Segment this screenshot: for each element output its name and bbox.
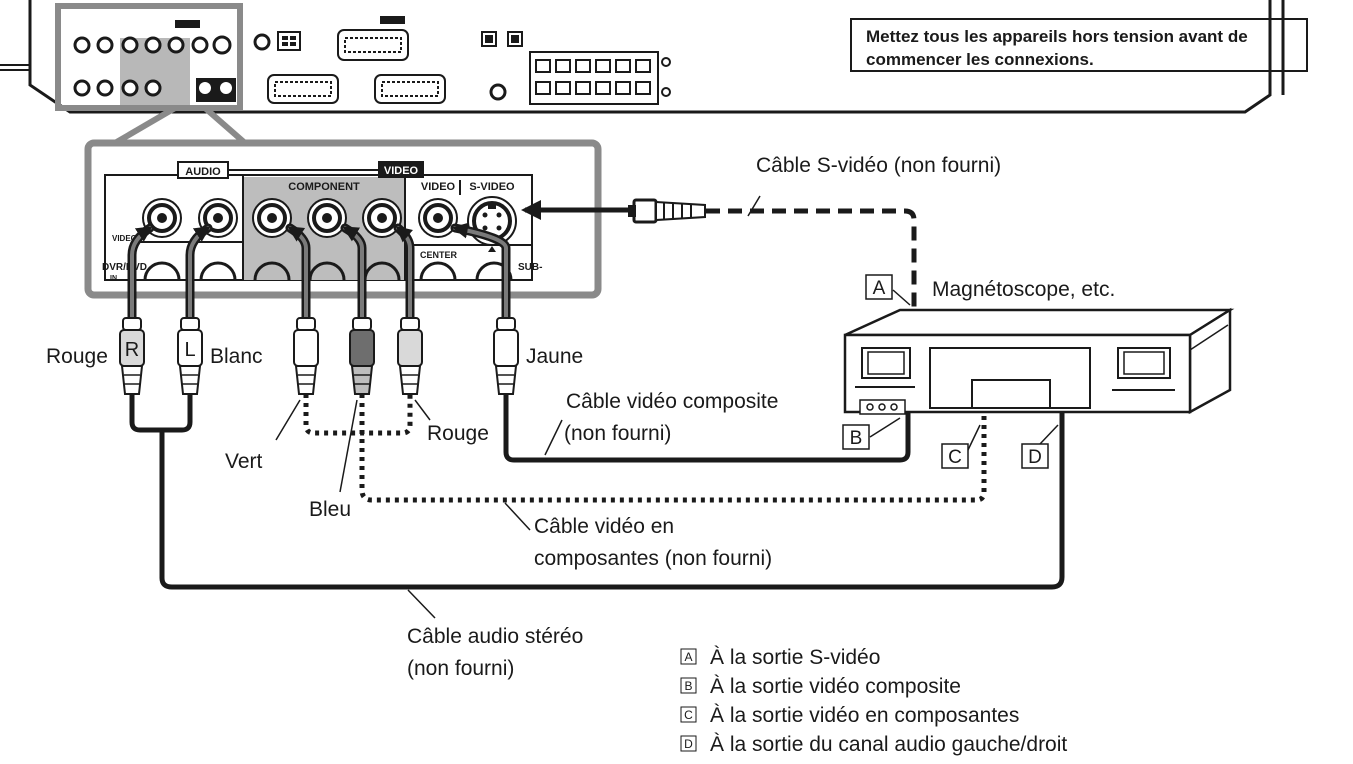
plug-yellow xyxy=(493,317,519,395)
jack-component-pb xyxy=(307,198,347,238)
legend-text-c: À la sortie vidéo en composantes xyxy=(710,704,1019,727)
zoom-source-frame xyxy=(55,3,243,111)
jack-component-y xyxy=(252,198,292,238)
rca-plugs: R L xyxy=(119,317,519,395)
plug-blue xyxy=(349,317,375,395)
marker-a: A xyxy=(873,278,886,299)
legend-item-b: B À la sortie vidéo composite xyxy=(680,675,961,698)
label-blanc: Blanc xyxy=(210,345,263,368)
plug-letter-r: R xyxy=(125,339,139,361)
marker-a-box xyxy=(865,274,893,300)
label-composite-1: Câble vidéo composite xyxy=(566,390,778,413)
svideo-cable xyxy=(521,195,917,318)
panel-jack-row-top xyxy=(73,35,236,102)
panel-speaker-terminals xyxy=(529,51,671,105)
marker-d-box xyxy=(1021,443,1049,469)
label-rouge-component: Rouge xyxy=(427,422,489,445)
audio-stereo-cable xyxy=(159,390,1065,590)
label-composite-2: (non fourni) xyxy=(564,422,671,445)
marker-c: C xyxy=(948,447,962,468)
panel-label-component: COMPONENT xyxy=(288,181,360,193)
legend-key-c: C xyxy=(684,708,693,722)
panel-label-video-jack: VIDEO xyxy=(421,181,456,193)
plug-red-component xyxy=(397,317,423,395)
label-component-1: Câble vidéo en xyxy=(534,515,674,538)
label-svideo-cable: Câble S-vidéo (non fourni) xyxy=(756,154,1001,177)
panel-label-center: CENTER xyxy=(420,250,458,260)
panel-label-sub: SUB- xyxy=(518,262,542,273)
label-device: Magnétoscope, etc. xyxy=(932,278,1115,301)
label-component-2: composantes (non fourni) xyxy=(534,547,772,570)
zoomed-panel: AUDIO VIDEO COMPONENT VIDEO S-VIDEO VIDE… xyxy=(84,139,602,299)
label-audio-2: (non fourni) xyxy=(407,657,514,680)
marker-c-box xyxy=(941,443,969,469)
legend: A À la sortie S-vidéo B À la sortie vidé… xyxy=(680,646,1067,756)
labels: Câble S-vidéo (non fourni) Magnétoscope,… xyxy=(46,154,1115,680)
legend-item-d: D À la sortie du canal audio gauche/droi… xyxy=(680,733,1067,756)
label-rouge-audio: Rouge xyxy=(46,345,108,368)
legend-text-b: À la sortie vidéo composite xyxy=(710,675,961,698)
legend-text-d: À la sortie du canal audio gauche/droit xyxy=(710,733,1067,756)
jack-audio-l xyxy=(198,198,238,238)
panel-label-audio: AUDIO xyxy=(185,166,221,178)
warning-box: Mettez tous les appareils hors tension a… xyxy=(850,18,1308,72)
legend-item-a: A À la sortie S-vidéo xyxy=(680,646,880,669)
marker-b: B xyxy=(850,428,863,449)
label-audio-1: Câble audio stéréo xyxy=(407,625,583,648)
component-video-cable xyxy=(359,394,987,503)
jack-component-pr xyxy=(362,198,402,238)
plug-green xyxy=(293,317,319,395)
marker-d: D xyxy=(1028,447,1042,468)
panel-label-svideo: S-VIDEO xyxy=(469,181,515,193)
panel-misc-connectors xyxy=(253,16,523,104)
markers: A B C D xyxy=(842,274,1059,469)
receiver-rear-panel xyxy=(0,0,1285,114)
composite-video-cable xyxy=(503,394,911,463)
legend-key-a: A xyxy=(684,650,692,664)
marker-b-box xyxy=(842,424,870,450)
label-vert: Vert xyxy=(225,450,263,473)
cable-runs xyxy=(129,390,1065,619)
panel-label-dvr: DVR/DVD xyxy=(102,262,147,273)
legend-key-d: D xyxy=(684,737,693,751)
plug-white-audio xyxy=(177,317,203,395)
plug-red-audio xyxy=(119,317,145,395)
legend-text-a: À la sortie S-vidéo xyxy=(710,646,880,669)
legend-key-b: B xyxy=(684,679,692,693)
vcr-device xyxy=(843,307,1235,415)
plug-letter-l: L xyxy=(184,339,195,361)
zoom-connector xyxy=(113,105,247,146)
label-bleu: Bleu xyxy=(309,498,351,521)
jack-composite-video xyxy=(418,198,458,238)
panel-label-dvr-sub: IN xyxy=(110,275,117,282)
panel-label-video-side: VIDEO xyxy=(112,234,137,243)
label-jaune: Jaune xyxy=(526,345,583,368)
legend-item-c: C À la sortie vidéo en composantes xyxy=(680,704,1019,727)
plug-cords xyxy=(127,222,511,323)
panel-label-video: VIDEO xyxy=(384,165,419,177)
